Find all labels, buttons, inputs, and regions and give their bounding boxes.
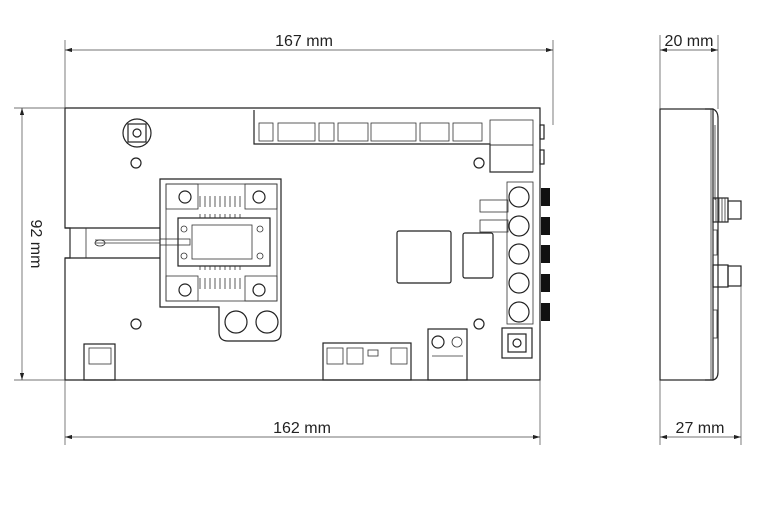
dimension-167	[64, 40, 554, 125]
dimension-162	[64, 380, 541, 445]
dimension-label-width-board: 162 mm	[273, 420, 331, 437]
dimension-20	[659, 35, 719, 109]
right-buttons	[506, 181, 550, 325]
top-connectors	[253, 110, 545, 173]
dimension-label-depth-overall: 27 mm	[676, 420, 725, 437]
dimension-label-height: 92 mm	[27, 220, 44, 269]
processor-chip	[396, 230, 452, 284]
led-indicator	[479, 219, 509, 233]
memory-chip	[462, 232, 494, 279]
antenna-connector-icon	[501, 327, 533, 359]
dimension-92	[14, 107, 65, 381]
mounting-holes	[130, 157, 485, 330]
bottom-connectors	[83, 328, 468, 381]
side-view	[659, 108, 742, 381]
front-view	[64, 107, 550, 381]
dimension-27	[659, 286, 742, 445]
dimension-label-depth-body: 20 mm	[665, 33, 714, 50]
led-indicator	[479, 199, 509, 213]
antenna-connector-icon	[122, 118, 152, 148]
rf-trace	[95, 239, 160, 244]
board-outline	[64, 107, 541, 381]
dimension-label-width-overall: 167 mm	[275, 33, 333, 50]
central-module	[159, 178, 282, 342]
